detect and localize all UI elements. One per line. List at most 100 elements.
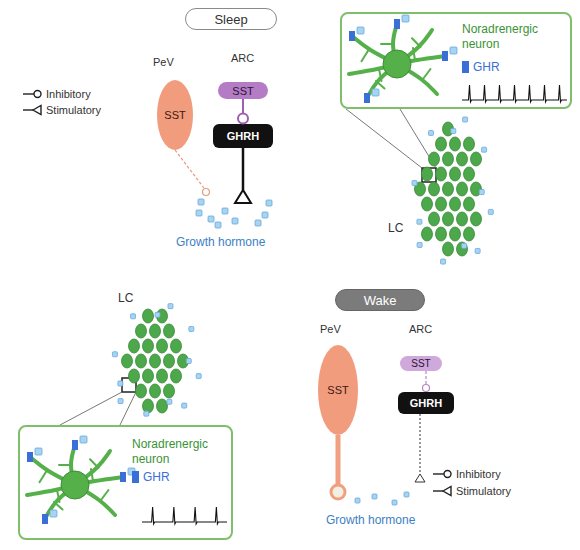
growth-hormone-particle [417,242,422,247]
growth-hormone-particle [186,359,191,364]
lc-cell [436,137,447,151]
panel-background [244,282,580,550]
brain-region: PeVSST [300,335,376,490]
region-label-holder: LC [118,288,133,306]
legend-sample [432,485,452,497]
closed-eye [34,204,46,207]
stimulatory-end [415,474,425,482]
stimulatory-line [242,148,245,190]
node-label: SST [411,358,430,369]
legend-text: Stimulatory [456,485,511,497]
cycle-chevron-inner [298,128,318,172]
zoom-lines [346,109,436,168]
region-border [302,335,375,490]
legend-text: Stimulatory [46,104,101,116]
growth-hormone-particle [372,494,377,499]
growth-hormone-particle [404,492,409,497]
label-holder: Growth hormone [176,232,265,250]
panel-background [312,0,580,276]
growth-hormone-particle [262,212,268,218]
dendrite-branch [423,69,431,79]
hormone-label: Growth hormone [326,513,415,527]
lc-cell [136,354,147,368]
cycle-chevron-inner [232,330,254,370]
lc-cell [171,369,182,383]
growth-hormone-particle [118,399,123,404]
cell-group-shape: SST [400,356,442,371]
legend-swatch [462,61,469,73]
lc-cell [129,339,140,353]
mouse-head [524,371,572,409]
ground-patch [15,229,165,247]
legend-swatch [132,471,139,483]
region-border [412,118,491,266]
lc-cell [143,339,154,353]
growth-hormone-particle [189,326,194,331]
inset-text-holder: Noradrenergic neuron [132,437,230,467]
growth-hormone-particle [428,130,433,135]
lc-cell [129,369,140,383]
lc-cell [450,137,461,151]
brain-region: LC [110,305,200,417]
lc-cell [422,167,433,181]
mouse-nose [569,393,574,398]
region-border [147,68,201,228]
label-holder: Growth hormone [326,510,415,528]
lc-cell [150,354,161,368]
lc-cell [157,339,168,353]
lc-cell [436,167,447,181]
region-border [207,64,282,214]
growth-hormone-particle [208,216,214,222]
dendrite-branch [91,469,93,481]
cell-group-shape: GHRH [213,124,273,148]
region-border [383,336,460,460]
legend-item: Inhibitory [432,468,501,480]
cycle-chevron-inner [98,270,142,292]
lc-cell [464,227,475,241]
node-label: GHRH [227,130,259,142]
legend-sample [22,104,42,116]
mouse-ear [49,167,75,197]
lc-cell [164,354,175,368]
inhibitory-connector [238,99,248,124]
legend-item: GHR [462,60,500,74]
legend-sample [432,468,452,480]
inhibitory-end [423,385,430,392]
cell-group-shape: Wake [335,289,425,311]
legend-text: GHR [143,470,170,484]
lc-cell [443,152,454,166]
ghr-receptor [442,51,448,61]
legend-line [433,473,444,474]
lc-cell [429,152,440,166]
growth-hormone-particle [475,248,480,253]
ghr-receptor [394,19,400,29]
growth-hormone-particle [462,243,467,248]
dendrite-branch [54,502,63,510]
dendrite-branch [376,81,385,89]
legend-sample [22,88,42,100]
lc-cell [150,324,161,338]
legend-item: Inhibitory [22,88,91,100]
cell-group-shape: Sleep [185,8,277,30]
growth-hormone-particle [488,209,493,214]
ghr-receptor [27,452,33,462]
inhibitory-line [175,150,204,188]
lc-cell [157,369,168,383]
hormone-label: Growth hormone [176,235,265,249]
lc-cell [457,242,468,256]
lc-cell [450,227,461,241]
inhibitory-connector [423,371,430,392]
growth-hormone-particle [131,314,136,319]
growth-hormone-particle [168,304,173,309]
inhibitory-symbol [444,471,451,478]
node-label: SST [164,109,185,121]
mouse-body [40,160,156,236]
lc-cell [171,339,182,353]
growth-hormone-particle [155,312,160,317]
sleeping-mouse [15,160,165,247]
legend-item: GHR [132,470,170,484]
region-label-holder: ARC [409,319,432,337]
